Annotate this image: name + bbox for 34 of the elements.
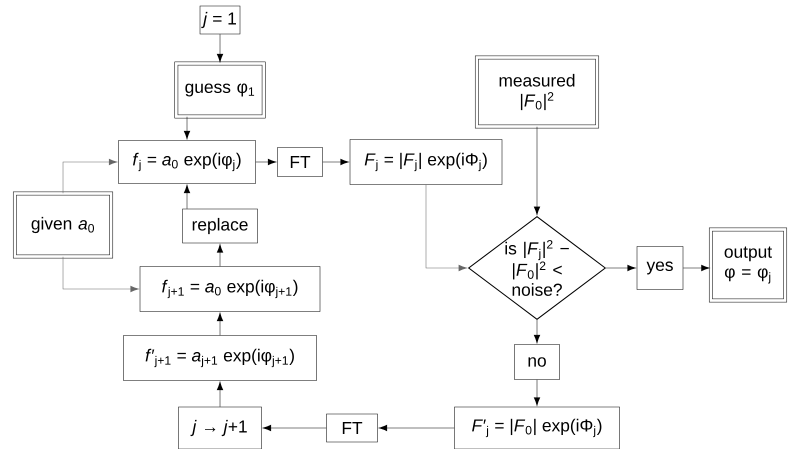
process-box: FT <box>277 147 323 177</box>
arrow <box>216 34 224 62</box>
arrow <box>378 424 454 432</box>
process-box: no <box>514 344 560 380</box>
arrow <box>262 424 326 432</box>
arrow <box>534 379 540 406</box>
process-box: F′$_{j}$ = |F$_{0}$| exp(iΦ$_{j}$) <box>454 406 620 449</box>
arrow <box>256 158 276 166</box>
process-box: j → j+1 <box>178 406 262 449</box>
arrow <box>216 312 224 336</box>
arrow <box>62 158 118 194</box>
process-box: f$_{j+1}$ = a$_{0}$ exp(iφ$_{j+1}$) <box>140 266 320 312</box>
arrow <box>683 264 710 272</box>
process-box: f$_{j}$ = a$_{0}$ exp(iφ$_{j}$) <box>118 140 256 184</box>
arrow <box>534 320 540 344</box>
process-box: F$_{j}$ = |F$_{j}$| exp(iΦ$_{j}$) <box>350 139 502 185</box>
arrow <box>426 184 468 272</box>
input-output-box: given a$_{0}$ <box>12 192 114 258</box>
input-output-box: output φ = φ$_{j}$ <box>708 228 788 302</box>
arrow <box>322 158 349 166</box>
process-box: replace <box>182 208 258 244</box>
process-box: f′$_{j+1}$ = a$_{j+1}$ exp(iφ$_{j+1}$) <box>123 335 317 381</box>
input-output-box: measured |F$_{0}$|$^{2}$ <box>474 56 600 128</box>
arrow <box>184 184 190 209</box>
arrow <box>216 244 224 266</box>
arrow <box>216 382 224 407</box>
input-output-box: guess φ$_{1}$ <box>174 62 266 118</box>
arrow <box>184 116 190 140</box>
arrow <box>534 126 540 216</box>
arrow <box>62 256 139 292</box>
process-box: yes <box>636 246 684 290</box>
process-box: j = 1 <box>200 6 240 34</box>
arrow <box>606 264 636 272</box>
process-box: FT <box>326 414 378 442</box>
